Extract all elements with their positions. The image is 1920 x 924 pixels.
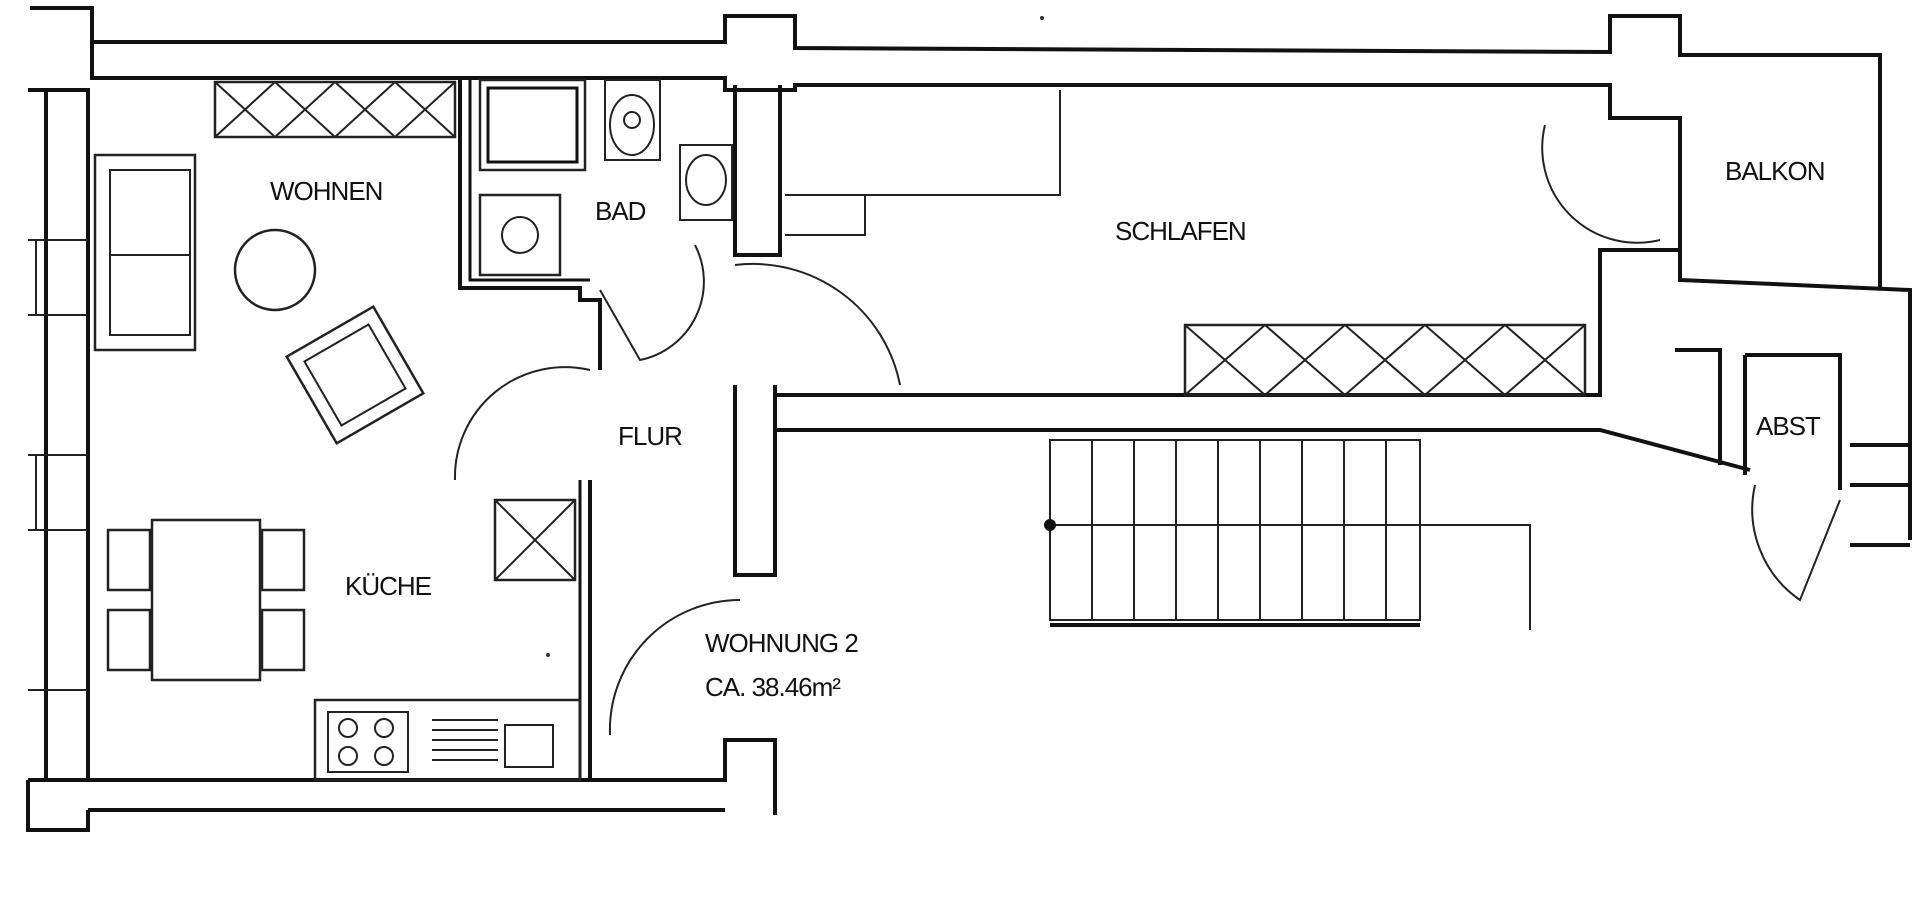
room-label-bad: BAD: [595, 196, 646, 226]
doors: [453, 124, 1841, 736]
room-label-kueche: KÜCHE: [345, 571, 432, 601]
outer-walls: [26, 6, 1912, 832]
unit-name: WOHNUNG 2: [705, 628, 858, 658]
unit-area: CA. 38.46m²: [705, 672, 841, 702]
room-label-balkon: BALKON: [1725, 156, 1825, 186]
room-label-abst: ABST: [1756, 411, 1821, 441]
room-label-wohnen: WOHNEN: [270, 176, 382, 206]
room-labels: WOHNEN BAD SCHLAFEN BALKON FLUR KÜCHE AB…: [270, 156, 1826, 702]
staircase: [1044, 439, 1531, 630]
room-label-schlafen: SCHLAFEN: [1115, 216, 1246, 246]
room-label-flur: FLUR: [618, 421, 682, 451]
furniture: [93, 78, 1587, 782]
